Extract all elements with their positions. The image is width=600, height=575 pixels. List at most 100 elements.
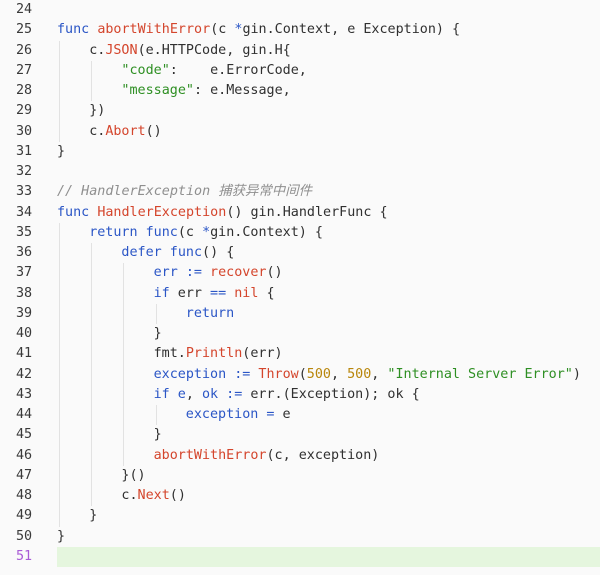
code-token: : e.ErrorCode, bbox=[169, 62, 307, 78]
code-token: , bbox=[185, 386, 202, 402]
code-line[interactable]: 47}() bbox=[0, 465, 600, 486]
code-line[interactable]: 39 return bbox=[0, 303, 600, 324]
code-line[interactable]: 32 bbox=[0, 162, 600, 183]
indent-guide bbox=[59, 486, 60, 507]
code-token: * bbox=[234, 22, 243, 38]
code-token: } bbox=[57, 143, 66, 159]
indent-guide bbox=[59, 222, 60, 243]
line-number: 26 bbox=[0, 40, 57, 61]
code-token: if bbox=[153, 285, 178, 301]
indent-guide bbox=[91, 364, 93, 385]
code-token: gin.Context) { bbox=[210, 224, 323, 240]
code-line[interactable]: 33// HandlerException 捕获异常中间件 bbox=[0, 182, 600, 203]
code-token: } bbox=[153, 326, 162, 341]
line-content: } bbox=[57, 506, 600, 527]
indent-guide bbox=[123, 364, 125, 385]
code-token: c. bbox=[121, 488, 138, 503]
line-content: if err == nil { bbox=[57, 283, 600, 304]
code-line[interactable]: 28"message": e.Message, bbox=[0, 81, 600, 102]
indent-guide bbox=[91, 344, 93, 365]
line-content bbox=[57, 0, 600, 20]
code-token: return bbox=[185, 305, 235, 321]
line-content: }) bbox=[57, 101, 600, 122]
code-token: "message" bbox=[121, 83, 194, 98]
indent-guide bbox=[123, 425, 125, 446]
indent-guide bbox=[91, 60, 93, 81]
line-number: 39 bbox=[0, 303, 57, 324]
code-token: 500 bbox=[347, 366, 372, 382]
indent-guide bbox=[59, 243, 60, 264]
indent-guide bbox=[59, 263, 60, 284]
code-token: } bbox=[57, 528, 66, 544]
line-content: c.Abort() bbox=[57, 121, 600, 142]
line-number: 43 bbox=[0, 384, 57, 405]
code-token: 500 bbox=[306, 366, 331, 382]
code-token: // HandlerException 捕获异常中间件 bbox=[57, 184, 312, 200]
code-token: = bbox=[266, 407, 275, 422]
code-token: err.(Exception); ok { bbox=[242, 386, 420, 402]
code-line[interactable]: 24 bbox=[0, 0, 600, 21]
code-token: e bbox=[177, 386, 186, 402]
line-number: 37 bbox=[0, 263, 57, 284]
code-token: (err) bbox=[242, 346, 283, 362]
code-line[interactable]: 27"code": e.ErrorCode, bbox=[0, 60, 600, 81]
code-token: }() bbox=[121, 467, 146, 483]
code-token: c. bbox=[89, 123, 106, 139]
indent-guide bbox=[123, 405, 125, 426]
indent-guide bbox=[59, 384, 60, 405]
code-line[interactable]: 49} bbox=[0, 506, 600, 527]
code-token: c. bbox=[89, 42, 106, 58]
code-token: nil bbox=[234, 285, 259, 301]
indent-guide bbox=[59, 364, 60, 385]
code-line[interactable]: 45} bbox=[0, 425, 600, 446]
line-content: } bbox=[57, 324, 600, 345]
indent-guide bbox=[59, 324, 60, 345]
code-token: (e.HTTPCode, gin.H{ bbox=[137, 42, 291, 58]
code-line[interactable]: 29}) bbox=[0, 101, 600, 122]
line-number: 40 bbox=[0, 324, 57, 345]
code-line[interactable]: 40} bbox=[0, 324, 600, 345]
indent-guide bbox=[91, 405, 93, 426]
code-line[interactable]: 50} bbox=[0, 526, 600, 547]
code-line[interactable]: 51 bbox=[0, 546, 600, 567]
code-line[interactable]: 31} bbox=[0, 141, 600, 162]
code-token: } bbox=[153, 427, 162, 443]
code-token: abortWithError bbox=[97, 22, 211, 38]
indent-guide bbox=[59, 405, 60, 426]
indent-guide bbox=[91, 324, 93, 345]
code-token: * bbox=[202, 224, 211, 240]
indent-guide bbox=[59, 425, 60, 446]
code-token bbox=[226, 286, 234, 301]
code-token: e bbox=[274, 407, 291, 422]
indent-guide bbox=[59, 344, 60, 365]
code-token: Println bbox=[185, 346, 243, 362]
indent-guide bbox=[59, 303, 60, 324]
line-number: 42 bbox=[0, 364, 57, 385]
indent-guide bbox=[59, 121, 60, 142]
code-token: () bbox=[169, 488, 186, 503]
line-content: c.Next() bbox=[57, 486, 600, 507]
indent-guide bbox=[123, 263, 125, 284]
indent-guide bbox=[155, 405, 157, 426]
indent-guide bbox=[59, 283, 60, 304]
indent-guide bbox=[59, 40, 60, 61]
code-token: "code" bbox=[121, 62, 170, 78]
code-token: ) bbox=[572, 366, 581, 382]
code-token: func bbox=[57, 204, 98, 220]
